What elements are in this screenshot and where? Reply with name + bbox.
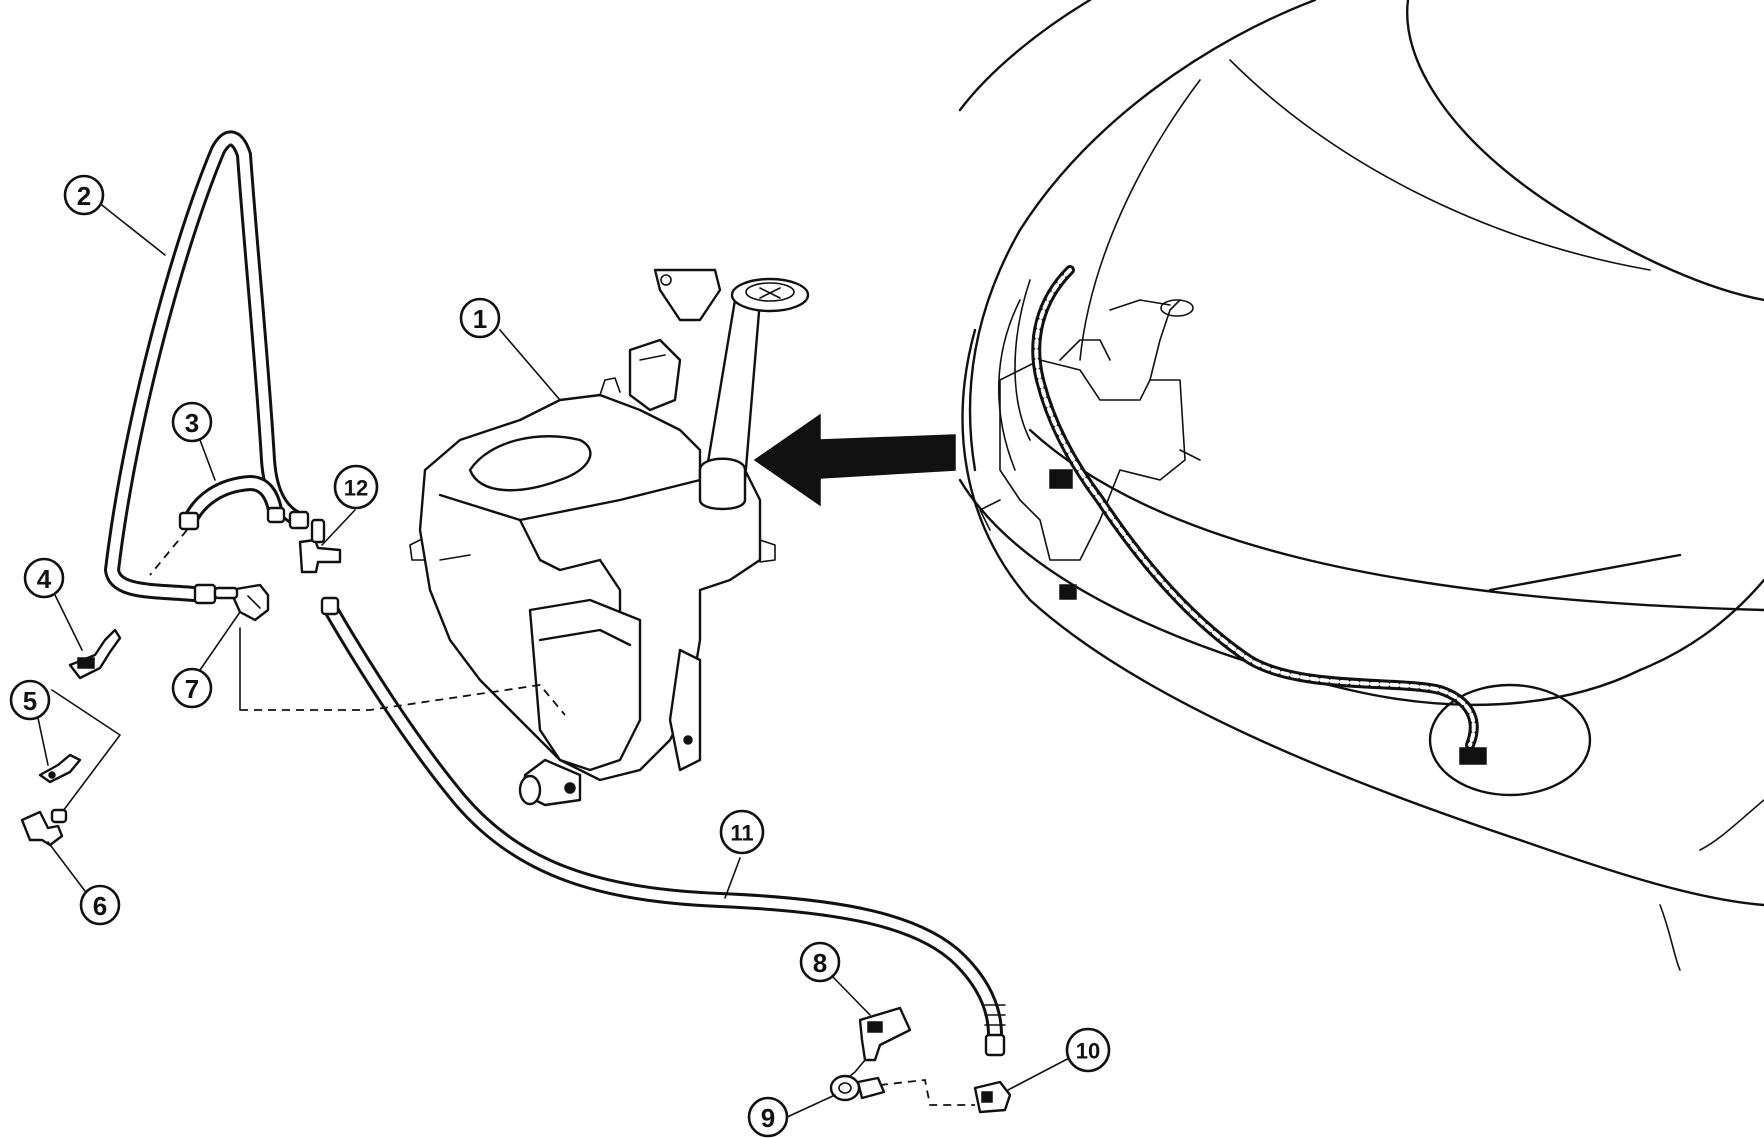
callout-11-label: 11 [730, 821, 753, 846]
callout-9-label: 9 [761, 1103, 775, 1133]
callout-8-label: 8 [813, 948, 827, 978]
washer-tank [409, 268, 810, 807]
nozzle-9 [829, 1074, 886, 1102]
callout-6-label: 6 [93, 891, 107, 921]
callout-2: 2 [63, 174, 105, 216]
callout-5-label: 5 [23, 686, 37, 716]
callout-2-label: 2 [77, 181, 91, 211]
callout-10: 10 [1065, 1027, 1111, 1073]
callout-5: 5 [9, 679, 51, 721]
callout-8: 8 [799, 941, 841, 983]
callout-10-label: 10 [1076, 1039, 1100, 1064]
callout-1-label: 1 [473, 304, 487, 334]
callout-1: 1 [459, 297, 501, 339]
callout-3: 3 [171, 401, 213, 443]
callout-11: 11 [719, 809, 765, 855]
elbow-6 [20, 808, 68, 847]
callout-12-label: 12 [344, 476, 368, 501]
callout-4-label: 4 [37, 564, 52, 594]
callout-7: 7 [171, 667, 213, 709]
hose-11 [320, 596, 1006, 1057]
bracket-8 [858, 1006, 912, 1062]
callout-4: 4 [23, 557, 65, 599]
t-joint-12 [298, 518, 342, 574]
callout-7-label: 7 [185, 674, 199, 704]
clip-5 [38, 753, 82, 784]
nozzle-4 [68, 628, 122, 680]
callout-6: 6 [79, 884, 121, 926]
elbow-connector-7 [213, 583, 270, 622]
hose-3 [178, 475, 286, 531]
callout-12: 12 [333, 464, 379, 510]
vehicle-front-outline [958, 0, 1764, 971]
callout-9: 9 [747, 1096, 789, 1138]
leader-lines [37, 201, 1076, 1119]
callout-3-label: 3 [185, 408, 199, 438]
connector-10 [973, 1080, 1012, 1114]
direction-arrow [753, 413, 956, 507]
hose-2 [104, 130, 310, 605]
